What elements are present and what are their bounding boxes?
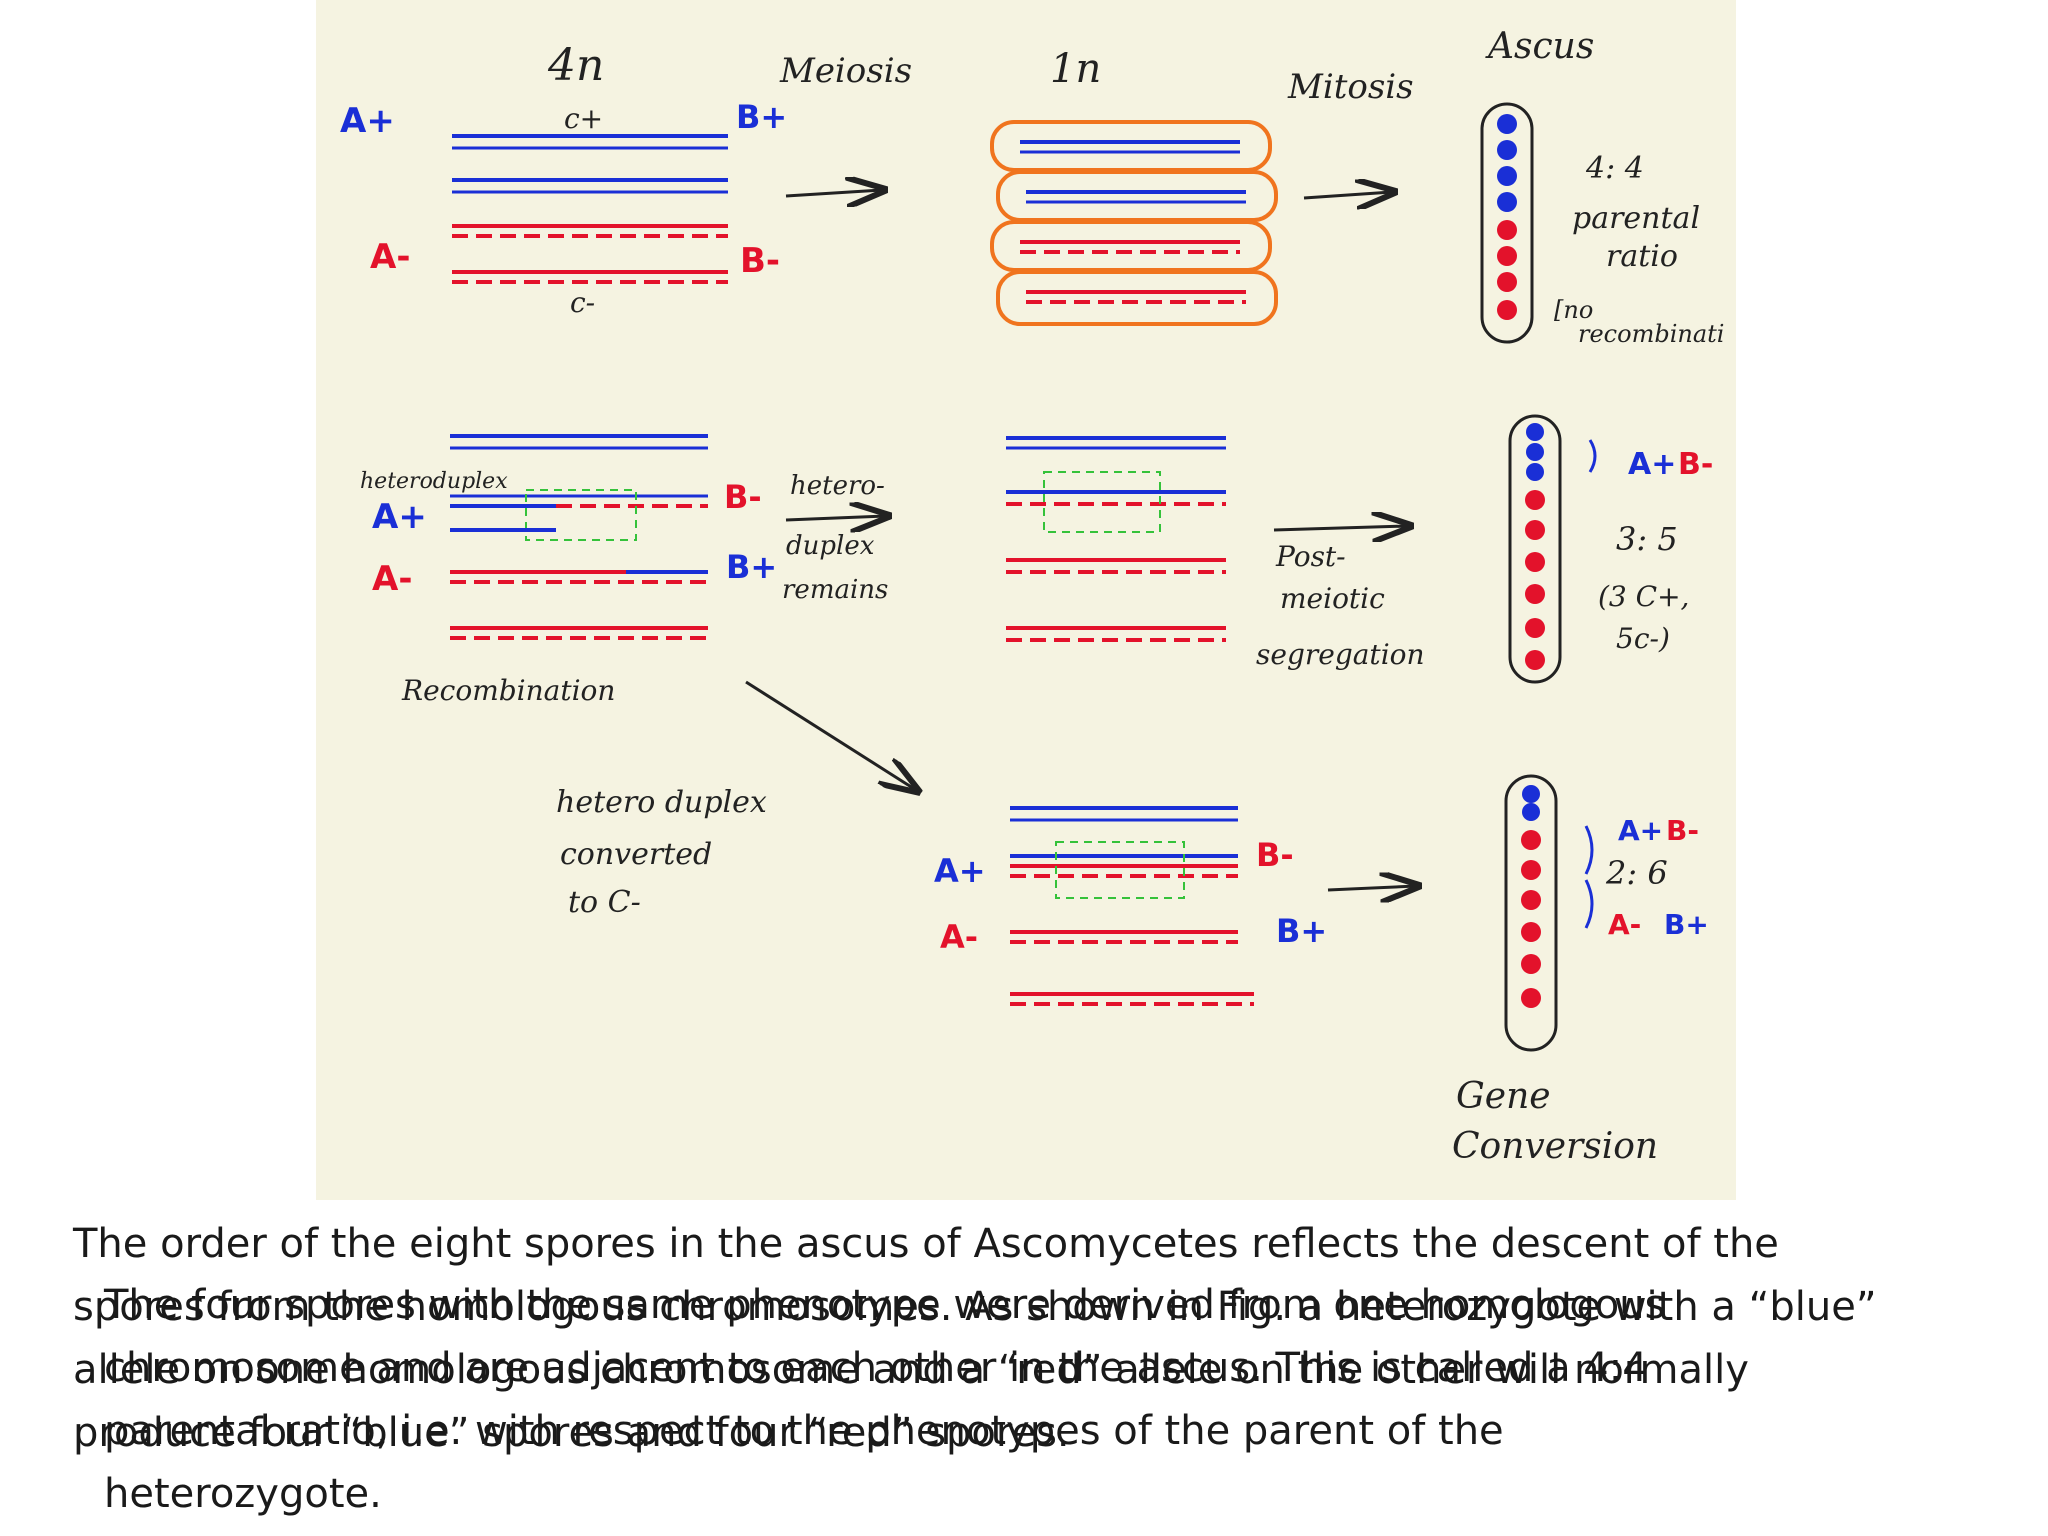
allele-b-plus-row3: B+ [1276,912,1327,950]
conversion-label: Conversion [1452,1126,1658,1167]
allele-b-plus-row1: B+ [736,98,787,136]
chromosomes-4n-row2 [450,434,708,640]
heteroduplex-arrow [785,516,886,520]
allele-b-plus-ascus3: B+ [1664,908,1709,941]
caption-text-1: The order of the eight spores in the asc… [73,1221,1877,1456]
haploid-chromosomes-row2 [1006,436,1226,642]
ascus-row1 [1480,102,1534,344]
allele-a-plus-row2: A+ [372,497,427,537]
ploidy-1n-label: 1n [1050,46,1101,92]
mitosis-label: Mitosis [1287,67,1414,107]
allele-b-minus-ascus2: B- [1678,447,1713,482]
no-recombination-bottom: recombinati [1578,320,1724,348]
c-minus-label: c- [570,286,595,319]
converted-label-3: to C- [568,885,641,920]
haploid-chromosomes-row1 [990,120,1278,326]
segregation-arrow [1273,526,1408,530]
brace-row3-top [1584,825,1594,875]
allele-a-minus-row1: A- [370,237,410,277]
allele-a-plus-row3: A+ [934,852,986,890]
ratio-3-5-detail-2: 5c-) [1616,622,1670,655]
post-meiotic-label-2: meiotic [1280,582,1385,615]
ratio-4-4-label: 4: 4 [1585,151,1644,186]
allele-b-plus-row2: B+ [726,548,777,586]
allele-a-minus-row3: A- [940,918,978,956]
mitosis-arrow-row1 [1303,192,1392,198]
post-meiotic-label-3: segregation [1256,638,1425,671]
heteroduplex-label: heteroduplex [360,469,508,494]
ascus-label: Ascus [1485,26,1594,67]
meiosis-label: Meiosis [779,51,912,91]
ratio-2-6-label: 2: 6 [1605,854,1668,892]
ratio-label: ratio [1606,239,1678,274]
caption-text-2: The four spores with the same phenotype … [104,1282,1666,1517]
parental-label: parental [1572,201,1700,236]
remains-label-3: remains [782,575,888,605]
ratio-3-5-label: 3: 5 [1616,520,1678,558]
recombination-label: Recombination [401,674,615,707]
allele-b-minus-row2: B- [724,478,762,516]
allele-a-minus-ascus3: A- [1608,908,1641,941]
ploidy-4n-label: 4n [547,40,604,91]
allele-b-minus-ascus3: B- [1666,814,1699,847]
remains-label-2: duplex [786,531,875,561]
allele-a-plus-ascus2: A+ [1628,447,1676,482]
diagram-drawing: 4n Meiosis 1n Mitosis Ascus A+ c+ B+ A- … [340,26,1724,1167]
chromosomes-4n-row1 [452,134,728,284]
mitosis-arrow-row3 [1327,886,1416,890]
allele-a-plus-ascus3: A+ [1618,814,1663,847]
ascus-row3 [1504,774,1558,1052]
allele-b-minus-row3: B- [1256,836,1294,874]
ratio-3-5-detail-1: (3 C+, [1598,580,1689,613]
ascus-row2 [1508,414,1562,684]
no-recombination-top: [no [1554,296,1593,324]
gene-label: Gene [1456,1076,1551,1117]
allele-b-minus-row1: B- [740,241,780,281]
gene-conversion-diagram: 4n Meiosis 1n Mitosis Ascus A+ c+ B+ A- … [316,0,1736,1200]
brace-row3-bottom [1584,879,1594,929]
conversion-arrow [745,680,916,790]
c-plus-label: c+ [564,102,603,135]
allele-a-minus-row2: A- [372,559,412,599]
meiosis-arrow [785,190,882,196]
allele-a-plus-row1: A+ [340,101,395,141]
converted-label-2: converted [560,837,712,872]
converted-label-1: hetero duplex [556,785,767,820]
haploid-chromosomes-row3 [1010,806,1254,1006]
brace-row2 [1588,439,1597,473]
remains-label-1: hetero- [790,471,885,501]
post-meiotic-label-1: Post- [1275,540,1346,573]
